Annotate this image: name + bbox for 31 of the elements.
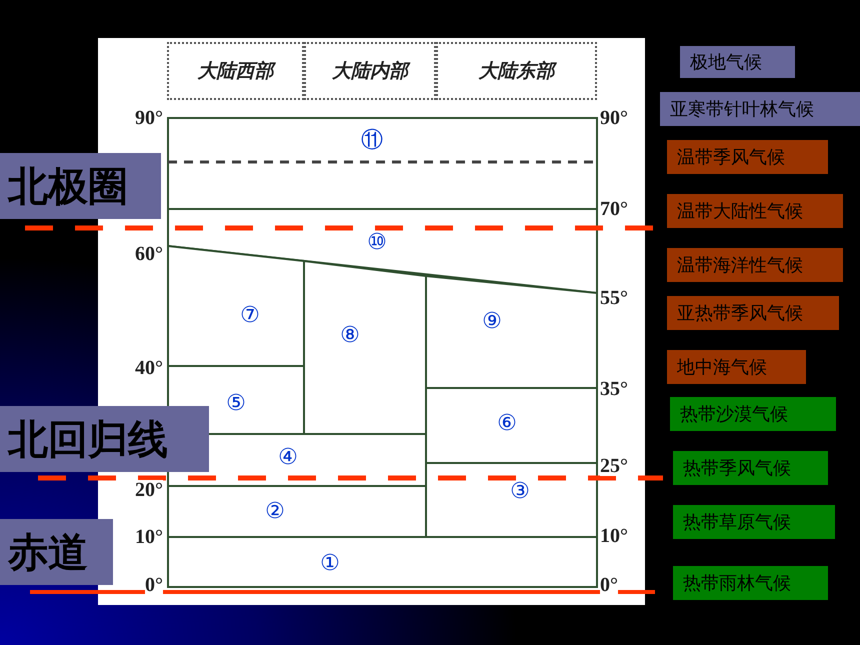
climate-type-tag: 温带季风气候 — [667, 140, 828, 174]
column-header: 大陆内部 — [304, 42, 436, 100]
climate-type-tag: 热带季风气候 — [673, 451, 828, 485]
climate-type-tag: 极地气候 — [680, 46, 795, 78]
latitude-degree: 0° — [145, 575, 163, 595]
column-header: 大陆西部 — [167, 42, 304, 100]
latitude-degree: 0° — [600, 575, 618, 595]
zone-number: ① — [320, 553, 340, 575]
climate-type-tag: 温带大陆性气候 — [667, 194, 843, 228]
zone-number: ⑩ — [367, 232, 387, 254]
climate-type-tag: 热带草原气候 — [673, 505, 835, 539]
latitude-degree: 25° — [600, 456, 628, 476]
climate-type-tag: 热带雨林气候 — [673, 566, 828, 600]
zone-number: ② — [265, 501, 285, 523]
column-header: 大陆东部 — [436, 42, 597, 100]
zone-number: ⑧ — [340, 325, 360, 347]
latitude-name-tag: 北回归线 — [0, 406, 209, 472]
climate-type-tag: 亚热带季风气候 — [667, 296, 839, 330]
zone-number: ⑨ — [482, 311, 502, 333]
latitude-name-tag: 赤道 — [0, 519, 113, 585]
zone-number: ④ — [278, 447, 298, 469]
zone-number: ③ — [510, 481, 530, 503]
zone-number: ⑦ — [240, 305, 260, 327]
climate-type-tag: 亚寒带针叶林气候 — [660, 92, 860, 126]
zone-number: ⑤ — [226, 393, 246, 415]
latitude-name-tag: 北极圈 — [0, 153, 161, 219]
climate-type-tag: 温带海洋性气候 — [667, 248, 843, 282]
climate-type-tag: 热带沙漠气候 — [670, 397, 836, 431]
climate-type-tag: 地中海气候 — [667, 350, 806, 384]
zone-number: ⑪ — [361, 130, 383, 152]
zone-number: ⑥ — [497, 413, 517, 435]
